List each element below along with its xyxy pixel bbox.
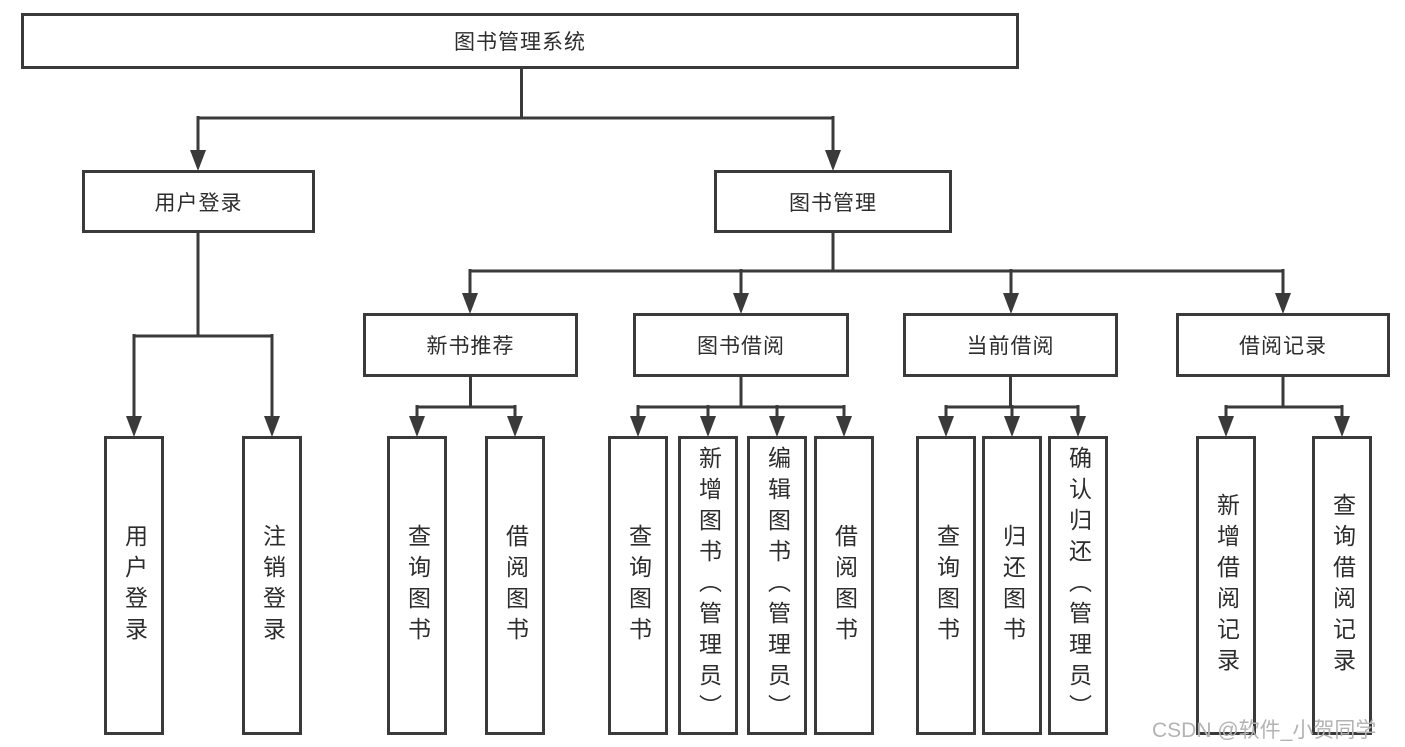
leaf-add-book-admin: 新增图书（管理员） [678, 436, 738, 735]
leaf-query-books-borrowing-label: 查询图书 [625, 523, 652, 648]
leaf-confirm-return-admin-label: 确认归还（管理员） [1065, 446, 1092, 725]
leaf-add-borrow-record: 新增借阅记录 [1196, 436, 1256, 735]
leaf-edit-book-admin: 编辑图书（管理员） [747, 436, 807, 735]
leaf-return-book-label: 归还图书 [999, 523, 1026, 648]
node-current-borrowing: 当前借阅 [903, 313, 1118, 377]
leaf-add-borrow-record-label: 新增借阅记录 [1213, 492, 1240, 679]
node-user-login-module: 用户登录 [82, 170, 315, 233]
leaf-borrow-books-borrowing-label: 借阅图书 [831, 523, 858, 648]
leaf-query-books-current-label: 查询图书 [933, 523, 960, 648]
leaf-confirm-return-admin: 确认归还（管理员） [1048, 436, 1108, 735]
leaf-query-books-current: 查询图书 [916, 436, 976, 735]
leaf-query-borrow-record: 查询借阅记录 [1312, 436, 1372, 735]
leaf-add-book-admin-label: 新增图书（管理员） [695, 446, 722, 725]
node-new-book-recommend: 新书推荐 [363, 313, 578, 377]
leaf-query-books-recommend: 查询图书 [387, 436, 447, 735]
leaf-query-books-borrowing: 查询图书 [608, 436, 668, 735]
leaf-user-login-label: 用户登录 [121, 523, 148, 648]
leaf-borrow-books-recommend: 借阅图书 [485, 436, 545, 735]
leaf-user-login: 用户登录 [104, 436, 164, 735]
node-root-system: 图书管理系统 [21, 13, 1019, 69]
leaf-query-borrow-record-label: 查询借阅记录 [1329, 492, 1356, 679]
leaf-query-books-recommend-label: 查询图书 [404, 523, 431, 648]
leaf-logout: 注销登录 [242, 436, 302, 735]
leaf-borrow-books-recommend-label: 借阅图书 [502, 523, 529, 648]
csdn-watermark: CSDN @软件_小贺同学 [1152, 719, 1377, 742]
leaf-edit-book-admin-label: 编辑图书（管理员） [764, 446, 791, 725]
leaf-borrow-books-borrowing: 借阅图书 [814, 436, 874, 735]
node-book-management-module: 图书管理 [714, 170, 952, 233]
leaf-return-book: 归还图书 [982, 436, 1042, 735]
leaf-logout-label: 注销登录 [259, 523, 286, 648]
node-book-borrowing: 图书借阅 [633, 313, 849, 377]
node-borrowing-records: 借阅记录 [1176, 313, 1390, 377]
